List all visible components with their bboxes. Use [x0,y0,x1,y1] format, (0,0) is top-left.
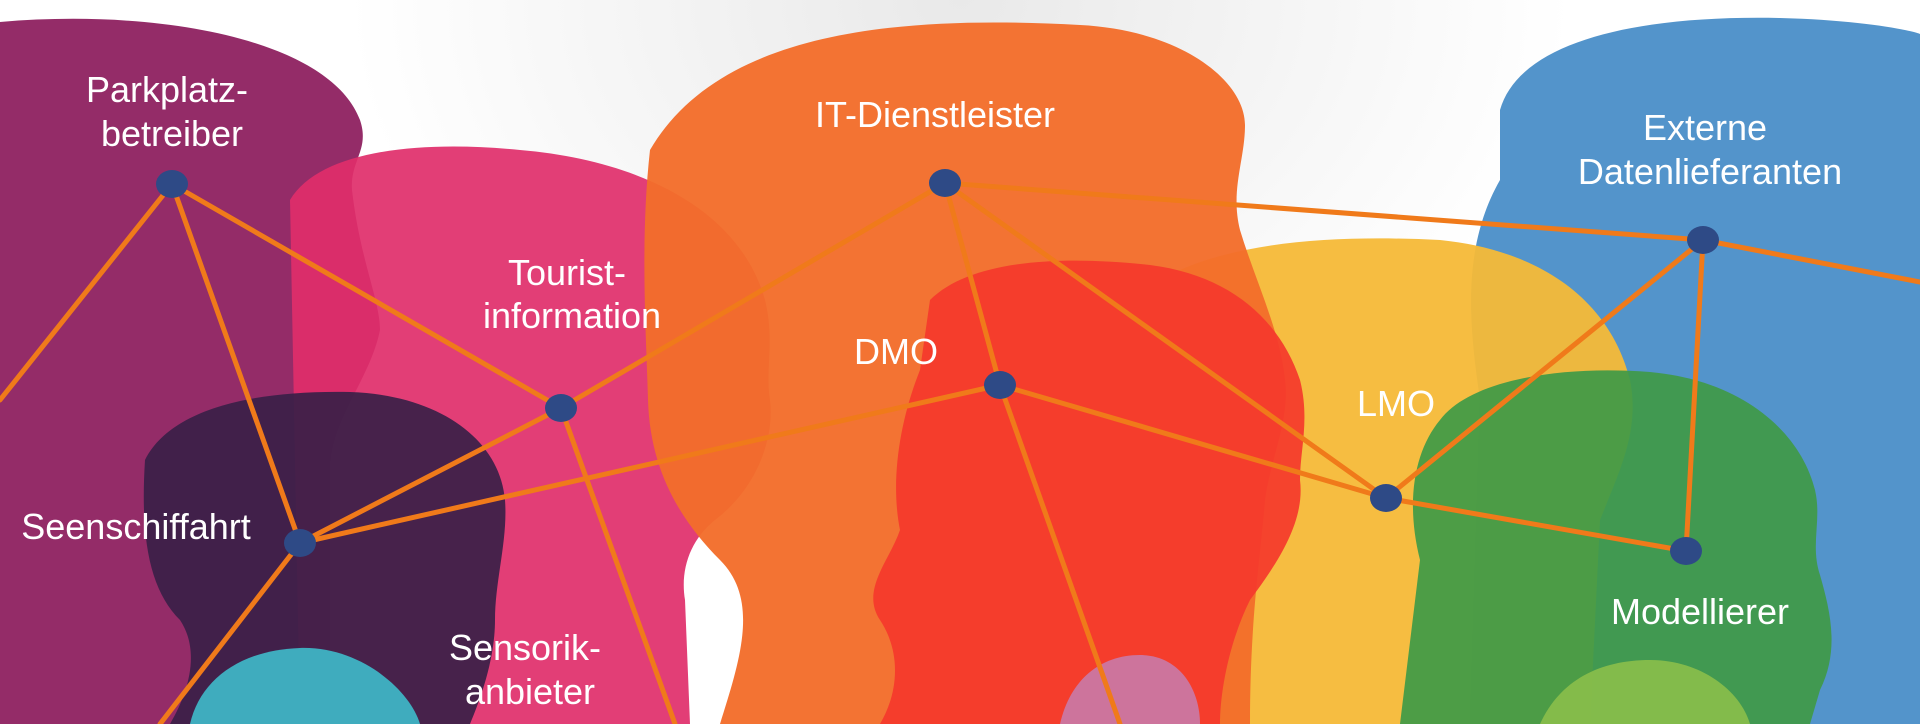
node-modellierer [1670,537,1702,565]
link [997,382,1123,724]
label-externe: Externe Datenlieferanten [1578,107,1842,192]
head-dark [143,391,506,724]
node-dmo [984,371,1016,399]
nodes [156,169,1719,565]
head-silhouettes [0,17,1920,724]
link [997,382,1389,501]
link [942,180,1389,501]
link [558,180,948,411]
label-dmo: DMO [854,331,938,372]
label-modellierer: Modellierer [1611,591,1789,632]
link [1383,495,1689,554]
head-teal [190,647,420,724]
head-red [873,260,1305,724]
link [297,382,1003,546]
link [558,405,678,724]
node-tourist [545,394,577,422]
label-lmo: LMO [1357,383,1435,424]
link [169,181,303,546]
link [297,405,564,546]
node-externe [1687,226,1719,254]
head-lightgreen [1540,660,1750,724]
node-parkplatz [156,170,188,198]
link [169,181,564,411]
node-seenschiffahrt [284,529,316,557]
link [1683,237,1706,554]
link [1383,237,1706,501]
label-it: IT-Dienstleister [815,94,1055,135]
connections [0,180,1920,724]
link [0,181,175,403]
link [1700,237,1920,285]
label-tourist: Tourist- information [483,252,661,336]
label-sensorik: Sensorik- anbieter [449,627,611,712]
node-lmo [1370,484,1402,512]
label-parkplatz: Parkplatz- betreiber [86,69,258,154]
link [157,540,303,724]
label-seenschiffahrt: Seenschiffahrt [21,506,250,547]
link [942,180,1706,243]
node-it [929,169,961,197]
head-pink [1060,655,1200,724]
head-green [1400,370,1832,724]
labels: Parkplatz- betreiber Tourist- informatio… [21,69,1842,712]
link [942,180,1003,388]
